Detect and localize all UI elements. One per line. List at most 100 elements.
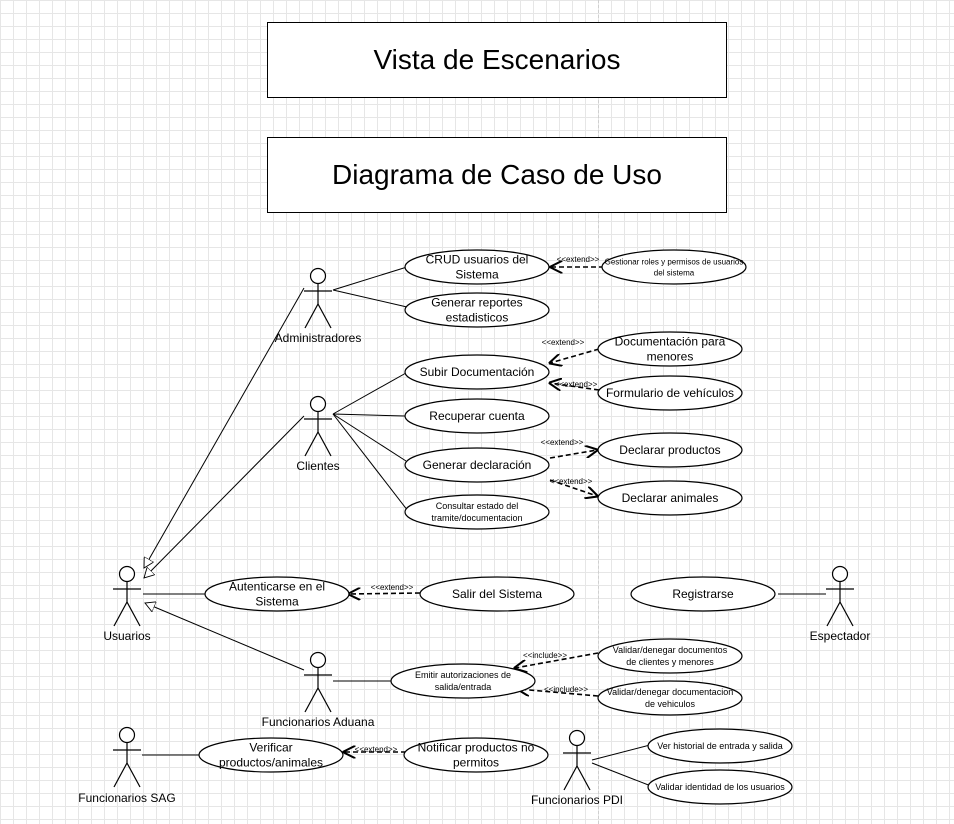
usecase-subir-documentacion: Subir Documentación (404, 354, 550, 390)
usecase-label: salida/entrada (435, 682, 492, 692)
extend-stereotype-label: <<extend>> (542, 338, 585, 347)
usecase-label: Consultar estado del (436, 501, 519, 511)
actor-head (568, 729, 586, 747)
usecase-label: Generar declaración (423, 458, 532, 472)
extend-stereotype-label: <<extend>> (550, 477, 593, 486)
extend-arrow (550, 348, 600, 363)
usecase-label: Formulario de vehículos (606, 386, 734, 400)
usecase-label: del sistema (654, 268, 695, 277)
extend-arrow (349, 593, 421, 594)
actor-head (309, 651, 327, 669)
extend-stereotype-label: <<extend>> (557, 255, 600, 264)
usecase-label: Validar identidad de los usuarios (655, 782, 785, 792)
usecase-label: de clientes y menores (626, 657, 714, 667)
usecase-label: productos/animales (219, 756, 323, 770)
usecase-label: CRUD usuarios del (426, 253, 529, 267)
usecase-label: Subir Documentación (420, 365, 535, 379)
usecase-label: Verificar (249, 741, 292, 755)
usecase-shape (198, 737, 344, 773)
include-stereotype-label: <<include>> (544, 685, 588, 694)
usecase-shape (597, 432, 743, 468)
usecase-generar-declaracion: Generar declaración (404, 447, 550, 483)
usecase-shape (597, 375, 743, 411)
usecase-label: Generar reportes (431, 296, 522, 310)
usecase-formulario-vehiculos: Formulario de vehículos (597, 375, 743, 411)
usecase-label: Gestionar roles y permisos de usuarios (605, 257, 744, 266)
usecase-label: Recuperar cuenta (429, 409, 525, 423)
actor-head (831, 565, 849, 583)
generalization-line (145, 603, 305, 671)
actor-head (118, 726, 136, 744)
usecase-shape (647, 728, 793, 764)
usecase-label: Documentación para (615, 335, 726, 349)
association-line (332, 413, 407, 462)
usecase-gestionar-roles: Gestionar roles y permisos de usuarios de… (601, 249, 747, 285)
usecase-validar-docs-vehiculos: Validar/denegar documentacion de vehiculo… (597, 680, 743, 716)
usecase-label: Ver historial de entrada y salida (657, 741, 783, 751)
usecase-label: estadisticos (446, 311, 509, 325)
actor-administradores: Administradores (275, 267, 362, 345)
association-line (332, 266, 408, 291)
association-line (332, 413, 409, 512)
usecase-shape (601, 249, 747, 285)
association-line (332, 372, 407, 415)
usecase-label: Sistema (455, 268, 499, 282)
usecase-shape (404, 398, 550, 434)
actor-funcionarios-pdi: Funcionarios PDI (531, 729, 623, 807)
usecase-label: Validar/denegar documentos (613, 645, 728, 655)
usecase-shape (597, 331, 743, 367)
actor-usuarios: Usuarios (103, 565, 151, 643)
usecase-shape (404, 249, 550, 285)
association-line (332, 289, 408, 308)
usecase-label: Sistema (255, 595, 299, 609)
usecase-label: Validar/denegar documentacion (607, 687, 733, 697)
actor-label: Clientes (296, 459, 339, 473)
generalization-line (144, 287, 305, 568)
actor-label: Espectador (810, 629, 871, 643)
usecase-registrarse: Registrarse (630, 576, 776, 612)
actor-funcionarios-aduana: Funcionarios Aduana (262, 651, 375, 729)
actor-label: Funcionarios PDI (531, 793, 623, 807)
usecase-label: permitos (453, 756, 499, 770)
usecase-declarar-productos: Declarar productos (597, 432, 743, 468)
page-guide-line (598, 0, 599, 824)
usecase-shape (404, 447, 550, 483)
usecase-label: tramite/documentacion (431, 513, 522, 523)
usecase-label: Declarar productos (619, 443, 720, 457)
usecase-validar-identidad: Validar identidad de los usuarios (647, 769, 793, 805)
usecase-emitir-autorizaciones: Emitir autorizaciones de salida/entrada (390, 663, 536, 699)
actor-label: Usuarios (103, 629, 150, 643)
usecase-shape (404, 494, 550, 530)
usecase-shape (597, 680, 743, 716)
usecase-label: Notificar productos no (418, 741, 535, 755)
usecase-consultar-estado: Consultar estado del tramite/documentacio… (404, 494, 550, 530)
actor-head (118, 565, 136, 583)
usecase-shape (204, 576, 350, 612)
extend-arrow (550, 383, 600, 390)
usecase-validar-docs-clientes: Validar/denegar documentos de clientes y … (597, 638, 743, 674)
actor-espectador: Espectador (810, 565, 871, 643)
usecase-label: Autenticarse en el (229, 580, 325, 594)
usecase-shape (404, 354, 550, 390)
association-line (591, 744, 651, 761)
usecase-label: de vehiculos (645, 699, 696, 709)
actor-funcionarios-sag: Funcionarios SAG (78, 726, 176, 805)
usecase-shape (390, 663, 536, 699)
usecase-ver-historial: Ver historial de entrada y salida (647, 728, 793, 764)
extend-stereotype-label: <<extend>> (541, 438, 584, 447)
actor-head (309, 395, 327, 413)
usecase-declarar-animales: Declarar animales (597, 480, 743, 516)
usecase-shape (419, 576, 575, 612)
usecase-salir-sistema: Salir del Sistema (419, 576, 575, 612)
actor-label: Funcionarios Aduana (262, 715, 375, 729)
usecase-shape (403, 737, 549, 773)
usecase-label: Salir del Sistema (452, 587, 542, 601)
extend-stereotype-label: <<extend>> (555, 380, 598, 389)
actor-label: Administradores (275, 331, 362, 345)
usecase-label: Emitir autorizaciones de (415, 670, 511, 680)
